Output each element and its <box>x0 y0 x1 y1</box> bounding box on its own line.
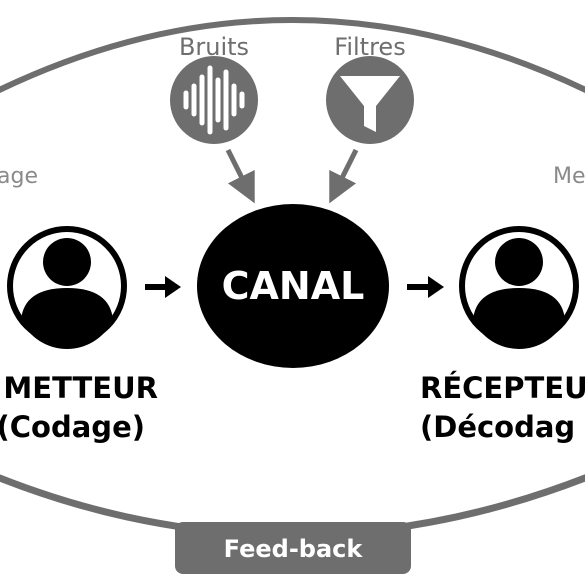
noise-to-canal-arrow <box>225 148 255 204</box>
sender-subtitle: (Codage) <box>0 410 145 444</box>
receiver-subtitle: (Décodag <box>420 410 575 444</box>
canal-to-receiver-arrow <box>407 276 444 298</box>
person-icon <box>473 238 565 349</box>
filters-to-canal-arrow <box>329 148 359 204</box>
receiver-node <box>459 226 579 349</box>
person-icon <box>21 238 113 349</box>
feedback-badge: Feed-back <box>175 522 411 574</box>
sound-wave-icon <box>183 65 245 135</box>
receiver-title: RÉCEPTEU <box>420 371 585 405</box>
left-edge-label: age <box>0 164 38 189</box>
filters-node <box>326 56 414 144</box>
sender-title: METTEUR <box>3 371 158 405</box>
sender-node <box>7 226 127 349</box>
noise-node <box>170 56 258 144</box>
sender-to-canal-arrow <box>145 276 181 298</box>
funnel-icon <box>340 76 400 132</box>
canal-node: CANAL <box>197 204 389 368</box>
right-edge-label: Me <box>553 164 585 189</box>
canal-label: CANAL <box>222 264 365 308</box>
top-loop-arc <box>0 17 585 94</box>
feedback-label: Feed-back <box>224 535 364 563</box>
